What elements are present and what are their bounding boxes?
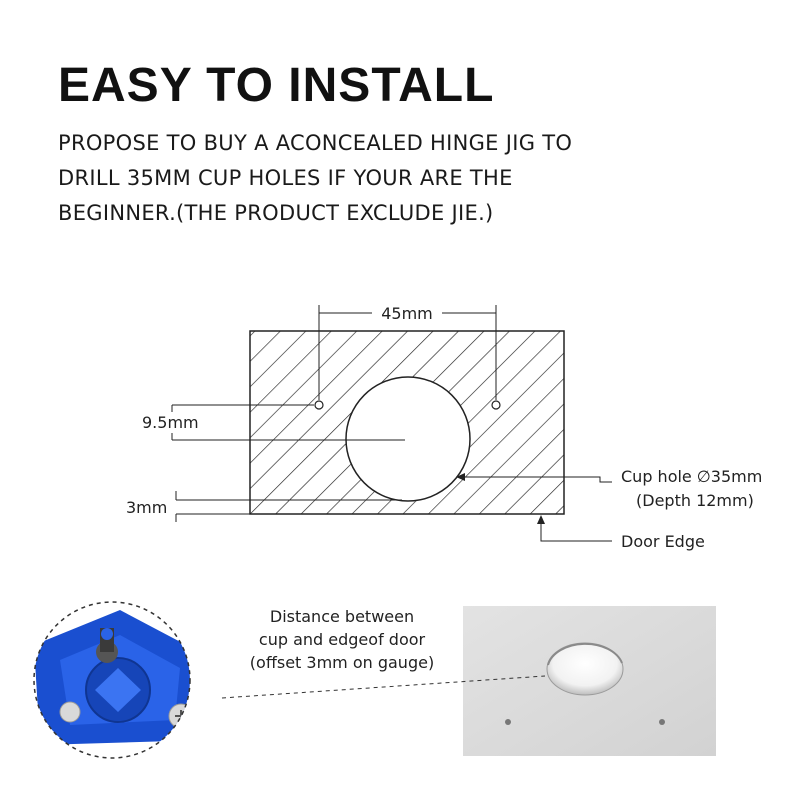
instructions-text: PROPOSE TO BUY A ACONCEALED HINGE JIG TO… [58, 126, 758, 231]
door-edge-arrow [537, 515, 545, 524]
cup-hole-arrow [456, 473, 465, 481]
drilled-panel-photo [463, 606, 716, 756]
instructions-line: DRILL 35MM CUP HOLES IF YOUR ARE THE [58, 166, 513, 190]
edge-dimension [175, 491, 402, 522]
door-panel [249, 330, 565, 515]
photo-caption-line: (offset 3mm on gauge) [250, 653, 434, 672]
photo-connector-line [221, 675, 546, 699]
cup-hole-callout [458, 476, 612, 483]
photo-caption-line: cup and edgeof door [259, 630, 426, 649]
spacing-dimension [318, 305, 497, 400]
cup-hole-label: Cup hole ∅35mm [621, 467, 762, 486]
screw-hole-left [314, 400, 324, 410]
spacing-label: 45mm [381, 304, 433, 323]
page-title: EASY TO INSTALL [58, 59, 495, 112]
offset-dimension [171, 404, 405, 441]
instructions-line: BEGINNER.(THE PRODUCT EXCLUDE JIE.) [58, 201, 494, 225]
edge-label: 3mm [126, 498, 167, 517]
door-edge-callout [540, 519, 612, 542]
screw-hole-right [491, 400, 501, 410]
cup-hole [345, 376, 471, 502]
photo-caption-line: Distance between [270, 607, 414, 626]
offset-label: 9.5mm [142, 413, 199, 432]
depth-label: (Depth 12mm) [636, 491, 754, 510]
door-edge-label: Door Edge [621, 532, 705, 551]
instructions-line: PROPOSE TO BUY A ACONCEALED HINGE JIG TO [58, 131, 573, 155]
jig-closeup-photo [33, 601, 191, 759]
